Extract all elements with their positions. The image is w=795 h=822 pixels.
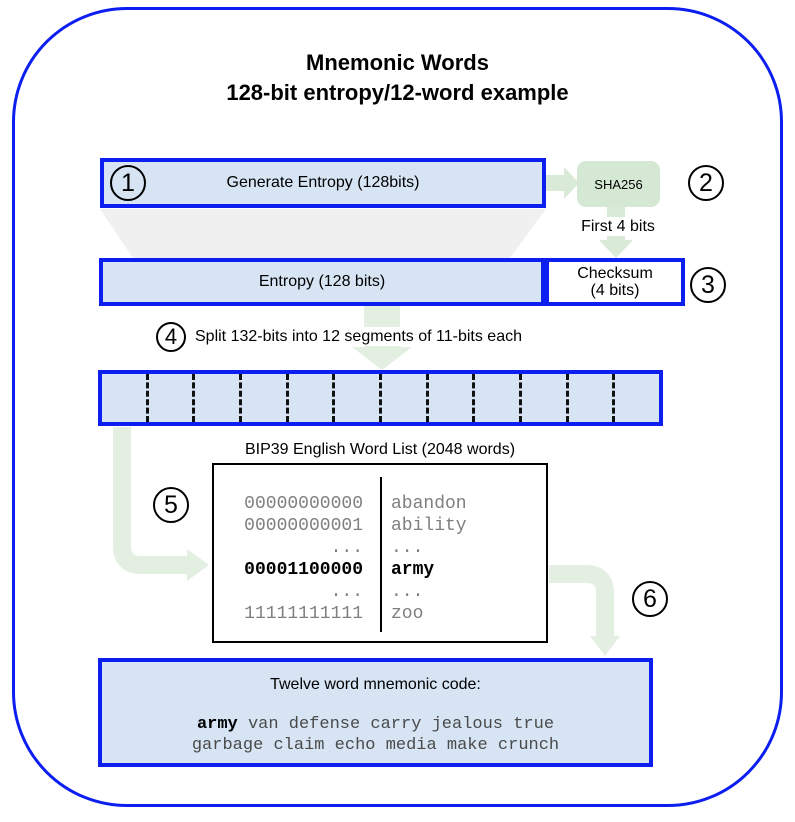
mnemonic-line2: garbage claim echo media make crunch	[191, 736, 560, 755]
sha256-label: SHA256	[594, 176, 643, 192]
wordlist-title: BIP39 English Word List (2048 words)	[244, 441, 516, 458]
generate-entropy-label: Generate Entropy (128bits)	[226, 174, 420, 191]
mnemonic-title: Twelve word mnemonic code:	[270, 676, 481, 693]
step-4-number: 4	[164, 324, 178, 349]
bit-segment	[569, 374, 616, 422]
bit-segment	[522, 374, 569, 422]
arrow-right-to-sha256-icon	[546, 167, 579, 199]
title-line1: Mnemonic Words	[306, 50, 489, 75]
wordlist-row: 00000000001 ability	[214, 515, 546, 537]
bit-segment	[242, 374, 289, 422]
wordlist-row-highlighted: 00001100000 army	[214, 559, 546, 581]
bit-segment	[382, 374, 429, 422]
mnemonic-result-box: Twelve word mnemonic code: army van defe…	[98, 658, 653, 767]
bit-segment	[289, 374, 336, 422]
wordlist-row: 00000000000 abandon	[214, 493, 546, 515]
arrow-elbow-to-mnemonic-icon	[549, 565, 614, 636]
bit-segment	[195, 374, 243, 422]
step-3-number: 3	[701, 270, 715, 299]
mnemonic-highlight-word: army	[196, 715, 238, 734]
bit-segment	[475, 374, 523, 422]
split-note-label: Split 132-bits into 12 segments of 11-bi…	[193, 327, 524, 346]
bit-segment	[335, 374, 383, 422]
row-bits: ...	[330, 582, 363, 602]
step-6-badge: 6	[632, 581, 668, 617]
bit-segment	[615, 374, 659, 422]
step-1-badge: 1	[110, 165, 146, 201]
generate-entropy-box: Generate Entropy (128bits)	[100, 158, 546, 208]
funnel-shape	[100, 209, 546, 258]
mnemonic-line1: army van defense carry jealous true	[102, 714, 649, 735]
row-word: ability	[391, 516, 467, 536]
checksum-box: Checksum (4 bits)	[545, 258, 685, 306]
step-6-number: 6	[643, 584, 657, 613]
arrow-elbow-to-mnemonic-head-icon	[590, 636, 620, 656]
row-word: ...	[391, 582, 424, 602]
checksum-label-line1: Checksum	[577, 265, 653, 282]
row-word: zoo	[391, 604, 424, 624]
arrow-elbow-to-wordlist-icon	[113, 427, 187, 574]
outer-rounded-border	[12, 7, 783, 807]
segmented-bits-bar	[98, 370, 663, 426]
wordlist-row: 11111111111 zoo	[214, 603, 546, 625]
step-5-number: 5	[164, 490, 178, 519]
page-title: Mnemonic Words 128-bit entropy/12-word e…	[0, 48, 795, 108]
bit-segment	[429, 374, 476, 422]
wordlist-row-ellipsis: ... ...	[214, 537, 546, 559]
entropy-label: Entropy (128 bits)	[258, 273, 386, 290]
step-5-badge: 5	[153, 487, 189, 523]
row-bits: 00000000000	[244, 494, 363, 514]
step-1-number: 1	[121, 168, 135, 197]
arrow-elbow-to-wordlist-head-icon	[187, 549, 209, 581]
entropy-box: Entropy (128 bits)	[99, 258, 545, 306]
checksum-label-line2: (4 bits)	[590, 282, 640, 299]
row-word: army	[391, 560, 435, 580]
wordlist-column-divider	[380, 477, 382, 632]
row-bits: 00000000001	[244, 516, 363, 536]
row-bits: 11111111111	[244, 604, 363, 624]
step-3-badge: 3	[690, 267, 726, 303]
row-bits: ...	[330, 538, 363, 558]
step-2-number: 2	[699, 168, 713, 197]
mnemonic-line1-rest: van defense carry jealous true	[237, 715, 555, 734]
first-4-bits-label: First 4 bits	[568, 217, 668, 236]
row-bits: 00001100000	[244, 560, 363, 580]
bit-segment	[102, 374, 149, 422]
step-4-badge: 4	[156, 322, 186, 352]
wordlist-box: 00000000000 abandon 00000000001 ability …	[212, 463, 548, 643]
bit-segment	[149, 374, 196, 422]
title-line2: 128-bit entropy/12-word example	[226, 80, 569, 105]
sha256-box: SHA256	[577, 161, 660, 207]
wordlist-row-ellipsis: ... ...	[214, 581, 546, 603]
step-2-badge: 2	[688, 165, 724, 201]
row-word: ...	[391, 538, 424, 558]
row-word: abandon	[391, 494, 467, 514]
